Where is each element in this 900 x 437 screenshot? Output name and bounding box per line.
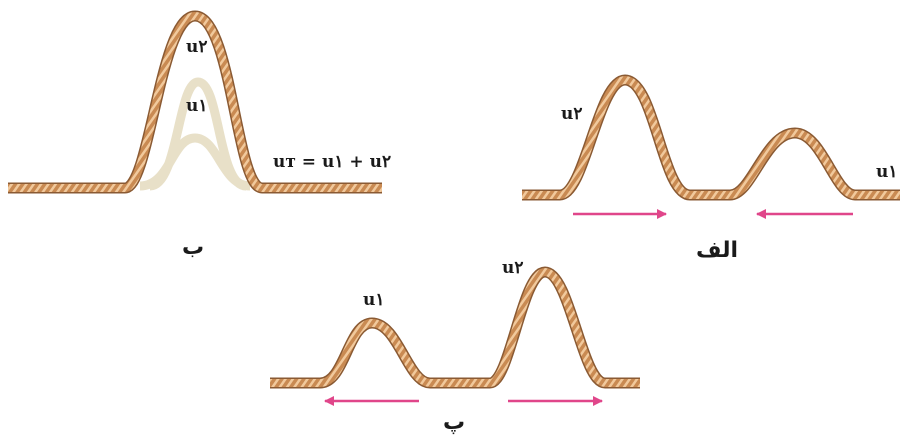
label-u2: u٢ xyxy=(186,37,208,57)
label-u2: u٢ xyxy=(561,104,583,124)
label-u2: u٢ xyxy=(502,258,524,278)
caption-panel-pe: پ xyxy=(443,410,466,435)
label-u1: u١ xyxy=(363,290,385,310)
panel-be xyxy=(8,10,382,194)
rope-receding xyxy=(270,266,640,389)
label-superposition: uᴛ = u١ + u٢ xyxy=(273,152,392,172)
label-u1: u١ xyxy=(186,96,208,116)
caption-panel-alef: الف xyxy=(696,238,739,263)
panel-pe xyxy=(270,266,640,406)
pale-pulse-u2 xyxy=(148,77,248,191)
panel-alef xyxy=(522,74,900,219)
label-u1: u١ xyxy=(876,162,898,182)
caption-panel-be: ب xyxy=(182,235,205,260)
